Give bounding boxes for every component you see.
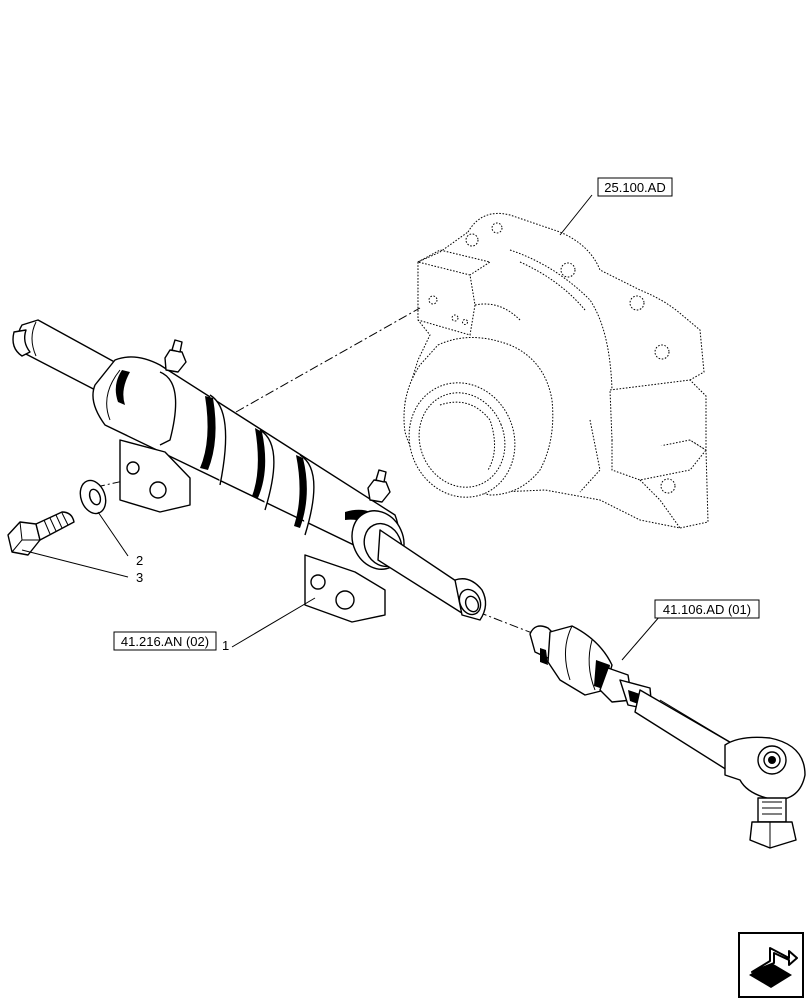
callout-cylinder[interactable]: 41.216.AN (02)	[113, 631, 217, 651]
washer	[79, 479, 107, 515]
steering-cylinder	[12, 319, 487, 623]
arrow-navigation-icon[interactable]	[738, 932, 804, 998]
leader-lines	[21, 194, 661, 661]
callout-housing-label: 25.100.AD	[604, 180, 665, 195]
callout-cylinder-label: 41.216.AN (02)	[121, 634, 209, 649]
tie-rod	[529, 625, 806, 849]
callout-tierod[interactable]: 41.106.AD (01)	[654, 599, 760, 619]
steering-housing-phantom	[403, 212, 709, 529]
bolt	[7, 511, 75, 556]
item-number-3: 3	[136, 570, 143, 585]
callout-tierod-label: 41.106.AD (01)	[663, 602, 751, 617]
item-number-1: 1	[222, 638, 229, 653]
item-number-2: 2	[136, 553, 143, 568]
callout-housing[interactable]: 25.100.AD	[597, 177, 673, 197]
